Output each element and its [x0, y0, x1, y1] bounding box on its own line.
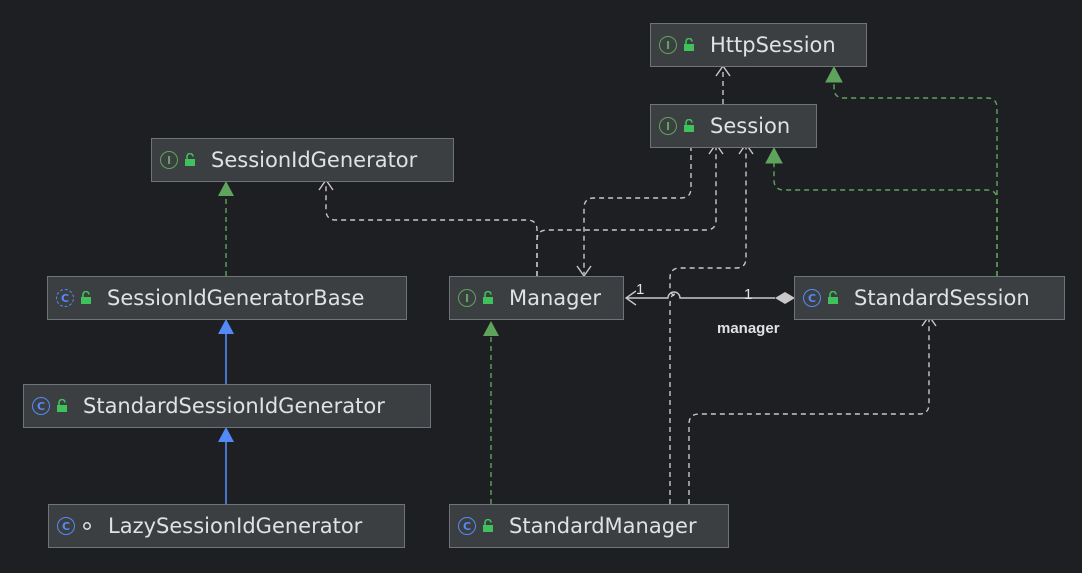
edge-session-uses-manager: [576, 146, 692, 278]
open-lock-icon: [826, 290, 840, 306]
edge-lazy-extends-standard: [218, 427, 234, 504]
node-name: StandardSessionIdGenerator: [83, 394, 385, 418]
class-icon: C: [803, 289, 821, 307]
association-role-label: manager: [717, 320, 780, 337]
interface-icon: I: [160, 151, 178, 169]
open-lock-icon: [183, 152, 197, 168]
interface-icon: I: [659, 117, 677, 135]
open-lock-icon: [481, 290, 495, 306]
node-name: Session: [710, 114, 791, 138]
edge-standardsession-aggregates-manager: [624, 290, 795, 306]
edge-standardmanager-uses-standardsession: [688, 314, 937, 504]
open-lock-icon: [682, 118, 696, 134]
node-standardmanager[interactable]: C StandardManager: [449, 504, 729, 548]
node-sessionidgenerator[interactable]: I SessionIdGenerator: [151, 138, 454, 182]
class-icon: C: [458, 517, 476, 535]
node-manager[interactable]: I Manager: [449, 276, 624, 320]
association-multiplicity-manager: 1: [636, 281, 645, 298]
node-name: SessionIdGenerator: [211, 148, 418, 172]
node-name: Manager: [509, 286, 602, 310]
node-lazysessionidgenerator[interactable]: C LazySessionIdGenerator: [48, 504, 405, 548]
node-name: LazySessionIdGenerator: [108, 514, 363, 538]
node-sessionidgeneratorbase[interactable]: C SessionIdGeneratorBase: [47, 276, 407, 320]
open-lock-icon: [481, 518, 495, 534]
node-httpsession[interactable]: I HttpSession: [650, 23, 867, 67]
edge-manager-uses-session: [536, 142, 724, 276]
edge-manager-uses-sessionidgenerator: [318, 178, 538, 276]
class-icon: C: [57, 517, 75, 535]
edge-standardmanager-implements-manager: [483, 321, 499, 504]
node-standardsessionidgenerator[interactable]: C StandardSessionIdGenerator: [23, 384, 431, 428]
abstract-class-icon: C: [56, 289, 74, 307]
edge-standardsession-implements-session: [765, 146, 998, 276]
open-lock-icon: [79, 290, 93, 306]
node-name: StandardManager: [509, 514, 697, 538]
node-name: HttpSession: [710, 33, 836, 57]
open-lock-icon: [55, 398, 69, 414]
edge-session-extends-httpsession: [715, 64, 731, 104]
edge-standard-extends-base: [218, 319, 234, 384]
node-name: SessionIdGeneratorBase: [107, 286, 365, 310]
edge-base-implements-sessionidgenerator: [218, 181, 234, 276]
interface-icon: I: [458, 289, 476, 307]
edge-standardsession-implements-httpsession: [825, 65, 998, 276]
association-multiplicity-standardsession: 1: [744, 286, 753, 303]
node-name: StandardSession: [854, 286, 1030, 310]
open-lock-icon: [682, 37, 696, 53]
node-standardsession[interactable]: C StandardSession: [794, 276, 1065, 320]
class-icon: C: [32, 397, 50, 415]
circle-dot-icon: [80, 518, 94, 534]
interface-icon: I: [659, 36, 677, 54]
node-session[interactable]: I Session: [650, 104, 817, 148]
